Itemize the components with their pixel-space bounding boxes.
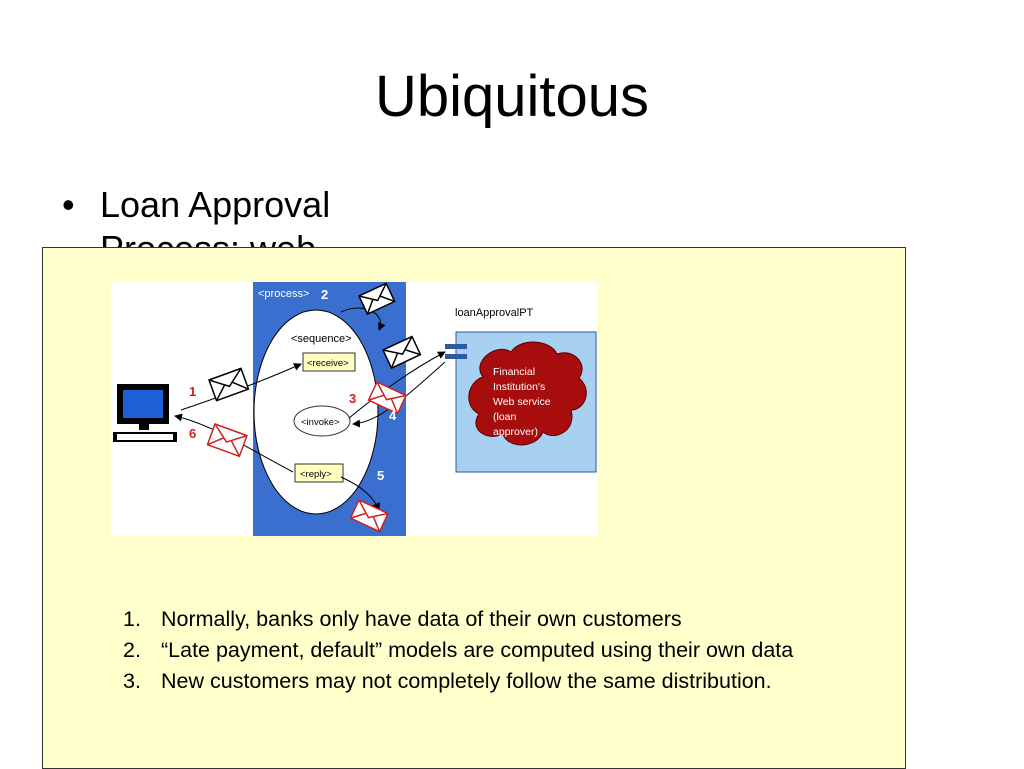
list-text: New customers may not completely follow … bbox=[161, 669, 772, 693]
bullet-dot-icon: • bbox=[62, 184, 75, 225]
list-number: 1. bbox=[123, 607, 141, 631]
step-number-4: 4 bbox=[389, 408, 397, 423]
invoke-back-envelope-icon bbox=[367, 381, 407, 415]
computer-icon bbox=[113, 384, 177, 442]
bullet-item: • Loan Approval bbox=[62, 184, 330, 226]
list-text: Normally, banks only have data of their … bbox=[161, 607, 682, 631]
note-box: <process> <sequence> <receive> <invoke> … bbox=[42, 247, 906, 769]
list-item: 3. New customers may not completely foll… bbox=[123, 666, 793, 697]
bullet-text: Loan Approval bbox=[100, 184, 331, 225]
list-number: 2. bbox=[123, 638, 141, 662]
message-envelope-icon bbox=[208, 367, 250, 402]
port-connector-icon bbox=[445, 344, 467, 359]
port-type-label: loanApprovalPT bbox=[455, 307, 534, 319]
step-number-2: 2 bbox=[321, 287, 328, 302]
invoke-out-envelope-icon bbox=[382, 335, 422, 370]
list-number: 3. bbox=[123, 669, 141, 693]
final-envelope-icon bbox=[349, 499, 389, 533]
receive-label: <receive> bbox=[307, 358, 349, 369]
service-line-4: (loan bbox=[493, 411, 517, 423]
web-service-cloud bbox=[468, 341, 587, 446]
reply-envelope-icon bbox=[206, 423, 248, 458]
service-line-3: Web service bbox=[493, 396, 551, 408]
service-line-2: Institution's bbox=[493, 381, 545, 393]
step-number-5: 5 bbox=[377, 468, 384, 483]
list-item: 2. “Late payment, default” models are co… bbox=[123, 635, 793, 666]
invoke-label: <invoke> bbox=[301, 417, 340, 428]
receive-activity bbox=[302, 352, 356, 372]
reply-out-arrow bbox=[340, 476, 380, 511]
reply-activity bbox=[294, 463, 344, 483]
slide-title: Ubiquitous bbox=[374, 64, 650, 129]
service-line-1: Financial bbox=[493, 366, 535, 378]
sequence-label: <sequence> bbox=[291, 333, 352, 345]
loan-approval-diagram: <process> <sequence> <receive> <invoke> … bbox=[111, 282, 597, 536]
step-number-1: 1 bbox=[189, 384, 196, 399]
service-line-5: approver) bbox=[493, 426, 538, 438]
step-number-6: 6 bbox=[189, 426, 196, 441]
process-label: <process> bbox=[258, 288, 309, 300]
notes-list: 1. Normally, banks only have data of the… bbox=[123, 604, 793, 697]
reply-label: <reply> bbox=[300, 469, 332, 480]
step-number-3: 3 bbox=[349, 391, 356, 406]
list-text: “Late payment, default” models are compu… bbox=[161, 638, 794, 662]
list-item: 1. Normally, banks only have data of the… bbox=[123, 604, 793, 635]
invoke-call-arrow bbox=[348, 351, 446, 419]
invoke-activity bbox=[293, 405, 351, 437]
process-envelope-icon bbox=[358, 282, 396, 316]
